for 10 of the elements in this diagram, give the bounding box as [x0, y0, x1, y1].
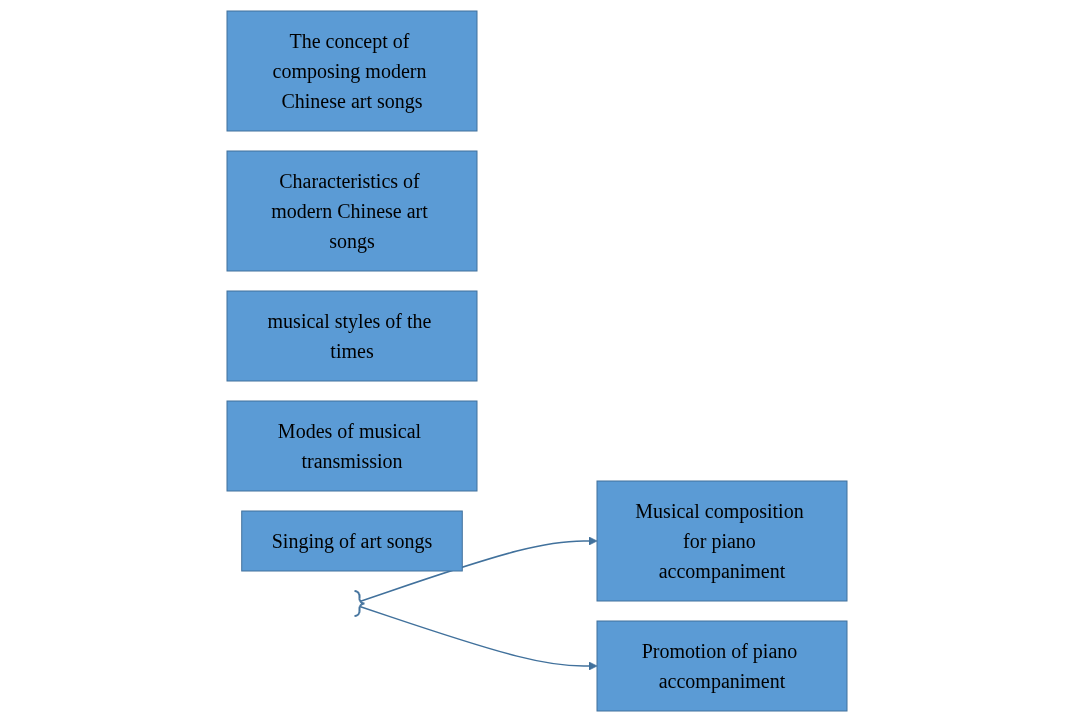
node-box: The concept of composing modern Chinese art songs — [226, 10, 477, 132]
node-box: Musical composition for piano accompaniment — [596, 480, 847, 602]
node-box: musical styles of the times — [226, 290, 477, 382]
node-box: Characteristics of modern Chinese art songs — [226, 150, 477, 272]
arrow — [359, 605, 597, 671]
node-box: Modes of musical transmission — [226, 400, 477, 492]
node-brace — [353, 590, 365, 617]
node-box: Singing of art songs — [240, 510, 463, 572]
arrow — [359, 536, 597, 603]
node-box: Promotion of piano accompaniment — [596, 620, 847, 712]
